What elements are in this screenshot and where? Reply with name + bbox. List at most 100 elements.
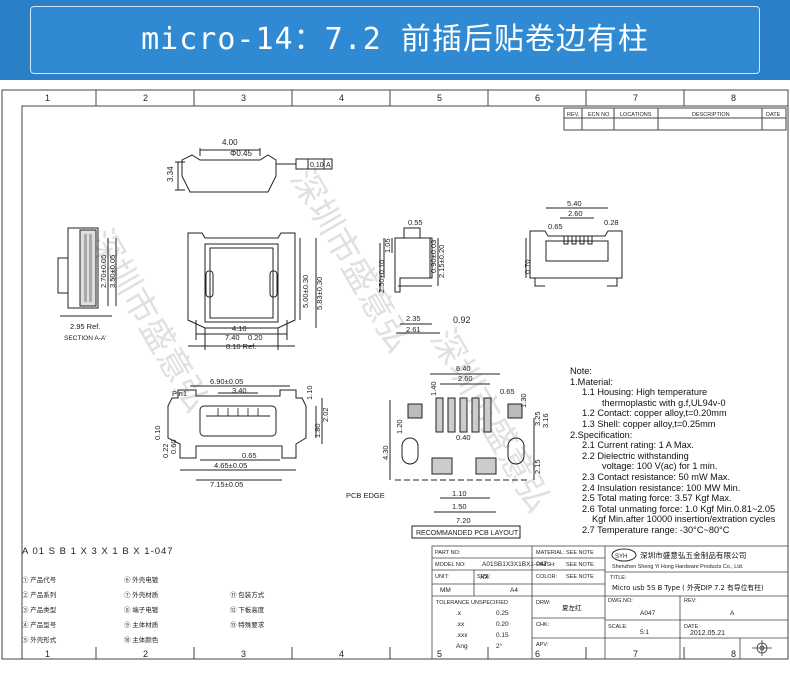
zone-top-4: 4 <box>339 93 344 103</box>
tb-finish-label: FINISH: <box>536 562 556 568</box>
bottom-dim-11: 4.65±0.05 <box>214 461 247 470</box>
watermark-text-2: 深圳市盛意弘 <box>282 163 419 360</box>
note-line: voltage: 100 V(ac) for 1 min. <box>602 461 718 472</box>
zone-top-3: 3 <box>241 93 246 103</box>
top-dim-width: 4.00 <box>222 138 238 147</box>
side-dim-1: 0.55 <box>408 218 423 227</box>
zone-bottom-5: 5 <box>437 649 442 659</box>
zone-top-7: 7 <box>633 93 638 103</box>
legend-item-6: ⑥ 外壳电镀 <box>124 575 159 584</box>
bottom-dim-5: 1.80 <box>313 423 322 438</box>
zone-bottom-6: 6 <box>535 649 540 659</box>
legend-item-9: ⑨ 主体材质 <box>124 620 159 629</box>
zone-top-8: 8 <box>731 93 736 103</box>
pcb-dim-7: 1.30 <box>519 393 528 408</box>
tb-finish: SEE NOTE <box>566 562 594 568</box>
tb-tol-x-val: 0.25 <box>496 610 509 617</box>
tb-title-label: TITLE: <box>610 575 627 581</box>
tb-unit: MM <box>440 587 451 594</box>
tb-tol-xx: .xx <box>456 621 465 628</box>
zone-bottom-1: 1 <box>45 649 50 659</box>
pcb-edge-label: PCB EDGE <box>346 491 385 500</box>
side-dim-2: 1.05 <box>383 238 392 253</box>
zone-bottom-4: 4 <box>339 649 344 659</box>
note-line: 2.3 Contact resistance: 50 mW Max. <box>582 471 731 482</box>
tb-rev-label: REV: <box>684 598 697 604</box>
pcb-dim-8: 3.25 <box>533 411 542 426</box>
side-dim-7: 2.61 <box>406 325 421 334</box>
note-line: 1.1 Housing: High temperature <box>582 387 708 398</box>
code-legend: A 01 S B 1 X 3 X 1 B X 1-047 ① 产品代号 ② 产品… <box>22 546 265 644</box>
front-dim-6: 8.10 Ref. <box>226 342 256 351</box>
note-line: 2.5 Total mating force: 3.57 Kgf Max. <box>582 493 732 504</box>
tb-drw: 夏左红 <box>562 603 582 612</box>
bottom-dim-10: 0.65 <box>242 451 257 460</box>
note-line: Kgf Min.after 10000 insertion/extration … <box>592 514 776 525</box>
top-dim-height: 3.34 <box>166 166 175 182</box>
pcb-label-box <box>411 525 521 539</box>
note-line: 1.3 Shell: copper alloy,t=0.25mm <box>582 418 716 429</box>
rev-header-locations: LOCATIONS <box>620 112 652 118</box>
legend-item-8: ⑧ 端子电镀 <box>124 605 159 614</box>
pcb-dim-10: 2.15 <box>533 459 542 474</box>
tb-tolerance-label: TOLERANCE UNSPECIFIED <box>436 600 508 606</box>
pcb-dim-5: 0.40 <box>456 433 471 442</box>
right-dim-4: 0.65 <box>548 222 563 231</box>
pcb-dim-6: 1.20 <box>395 419 404 434</box>
rev-header-description: DESCRIPTION <box>692 112 730 118</box>
tb-title: Micro usb 5S B Type ( 外壳DIP 7.2 有导位有柱) <box>612 583 764 592</box>
right-dim-5: 0.70 <box>523 259 532 274</box>
pcb-dim-11: 4.30 <box>381 445 390 460</box>
pcb-dim-3: 0.65 <box>500 387 515 396</box>
tb-part-no: A01SB1X3X1BX1-047 <box>482 561 547 568</box>
legend-item-7: ⑦ 外壳材质 <box>124 590 159 599</box>
zone-bottom-3: 3 <box>241 649 246 659</box>
tb-model-label: MODEL NO: <box>435 562 466 568</box>
bottom-dim-pin1: Pin1 <box>172 389 187 398</box>
tb-tol-xxx-val: 0.15 <box>496 632 509 639</box>
pcb-layout <box>389 373 535 527</box>
legend-item-13: ⑬ 特殊要求 <box>230 620 265 629</box>
section-dim-1: 2.70±0.05 <box>99 255 108 288</box>
tb-date: 2012.05.21 <box>690 630 725 637</box>
pcb-dim-14: 7.20 <box>456 516 471 525</box>
bottom-dim-6: 2.02 <box>321 407 330 422</box>
zone-bottom-8: 8 <box>731 649 736 659</box>
top-dim-tolerance: 0.10 <box>310 162 324 169</box>
tb-part-no-label: PART NO: <box>435 550 461 556</box>
front-dim-4: 7.40 <box>225 333 240 342</box>
pcb-dim-1: 6.40 <box>456 364 471 373</box>
tb-apv-label: APV: <box>536 642 549 648</box>
note-line: 1.2 Contact: copper alloy,t=0.20mm <box>582 408 727 419</box>
tb-size: A4 <box>510 587 518 594</box>
technical-drawing: 1 2 3 4 5 6 7 8 1 2 3 4 5 6 7 8 REV. ECN… <box>1 89 789 660</box>
side-dim-8: 0.92 <box>453 315 471 325</box>
top-dim-datum: A <box>326 162 331 169</box>
side-dim-6: 2.35 <box>406 314 421 323</box>
title-banner-frame: micro-14：7.2 前插后贴卷边有柱 <box>30 6 760 74</box>
part-code: A 01 S B 1 X 3 X 1 B X 1-047 <box>22 546 174 557</box>
legend-item-4: ④ 产品型号 <box>22 620 57 629</box>
note-line: 1.Material: <box>570 376 613 387</box>
section-label: SECTION A-A' <box>64 335 106 342</box>
section-hatch <box>84 234 92 302</box>
notes-panel: Note: 1.Material: 1.1 Housing: High temp… <box>570 366 785 536</box>
top-view <box>175 148 333 193</box>
front-view <box>187 232 317 350</box>
tb-drw-label: DRW: <box>536 600 551 606</box>
title-block <box>431 545 789 660</box>
right-dim-3: 0.28 <box>604 218 619 227</box>
note-line: 2.7 Temperature range: -30°C~80°C <box>582 524 730 535</box>
company-logo: SYH <box>611 548 637 562</box>
rev-header-date: DATE <box>766 112 781 118</box>
projection-symbol <box>752 640 772 656</box>
pcb-dim-12: 1.10 <box>452 489 467 498</box>
right-dim-1: 5.40 <box>567 199 582 208</box>
tb-tol-xx-val: 0.20 <box>496 621 509 628</box>
note-line: 2.6 Total unmating force: 1.0 Kgf Min.0.… <box>582 503 776 514</box>
front-dim-1: 5.00±0.30 <box>301 275 310 308</box>
title-banner: micro-14：7.2 前插后贴卷边有柱 <box>0 0 790 80</box>
front-dim-5: 0.20 <box>248 333 263 342</box>
legend-item-1: ① 产品代号 <box>22 575 57 584</box>
side-dim-5: 2.15±0.20 <box>437 245 446 278</box>
